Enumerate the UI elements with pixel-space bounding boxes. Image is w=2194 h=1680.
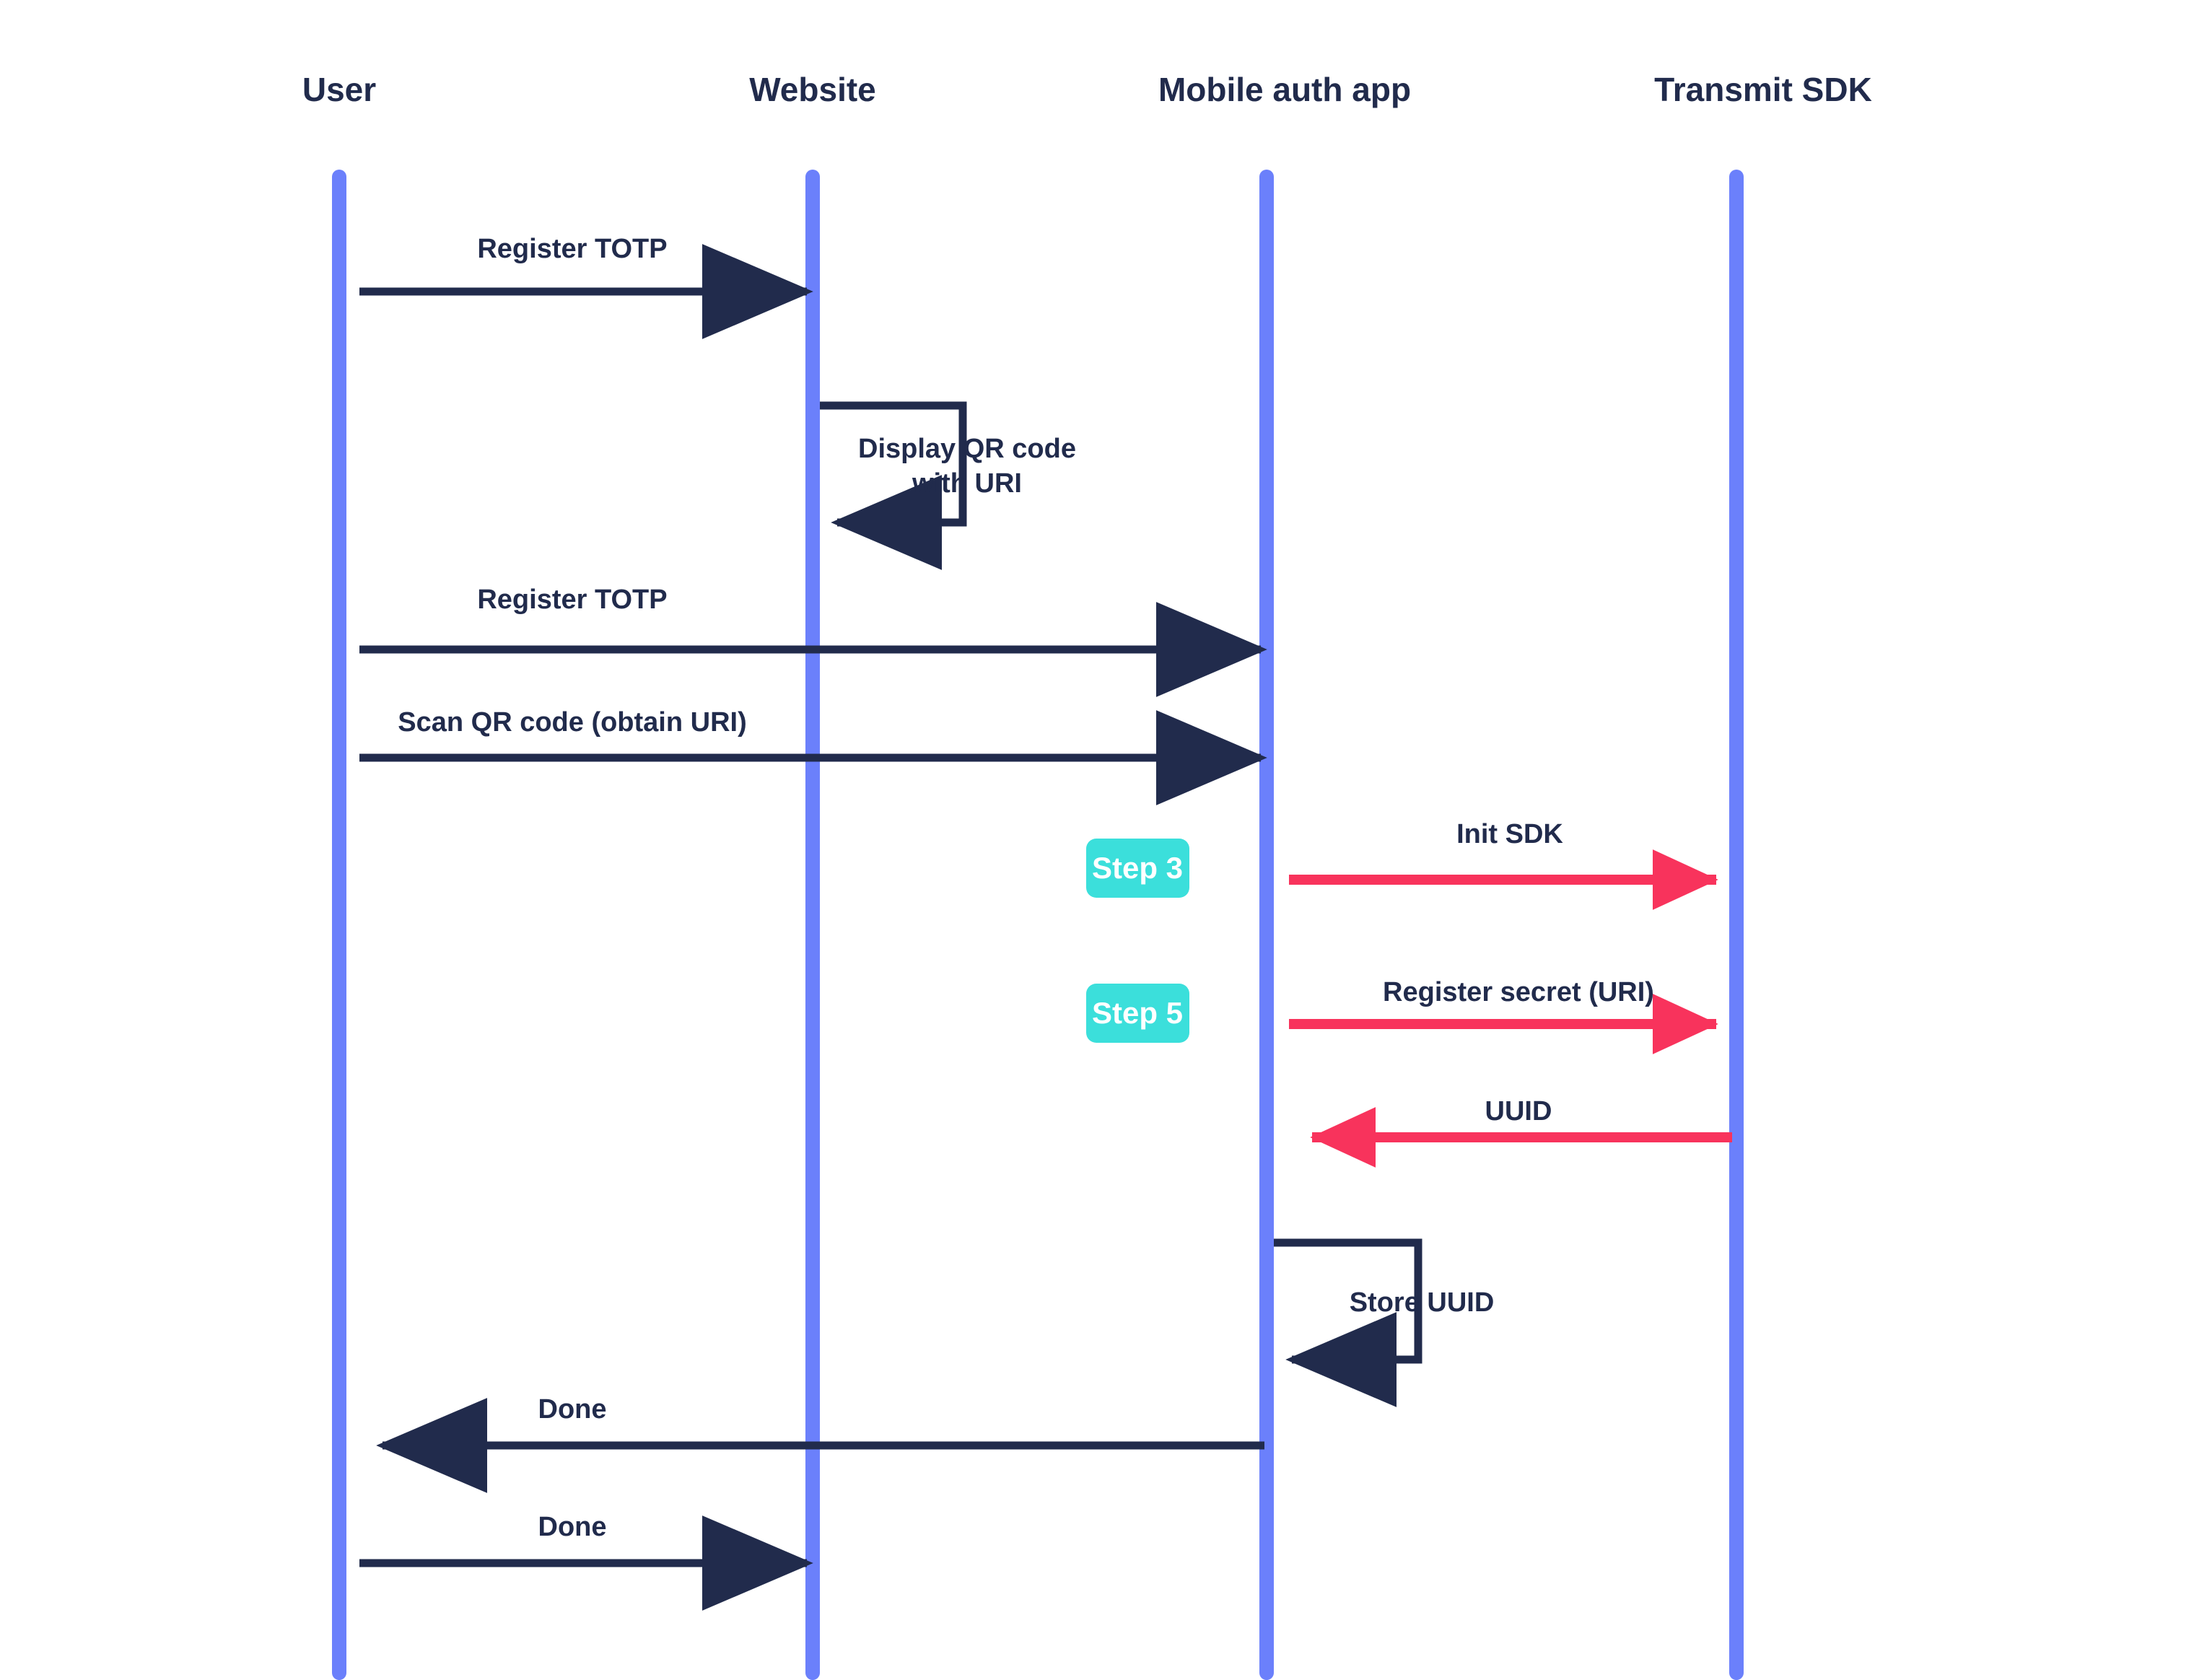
lifelines — [332, 170, 1744, 1680]
message-label-line-1: Display QR code — [858, 434, 1076, 464]
message-self-loop-path — [1274, 1238, 1422, 1407]
message-register-secret-uri: Register secret (URI) — [1289, 977, 1718, 1054]
actor-title-website: Website — [749, 71, 876, 108]
badge-step-3[interactable]: Step 3 — [1086, 839, 1189, 898]
message-label: Register TOTP — [477, 585, 667, 615]
message-register-totp-user-website: Register TOTP — [359, 234, 813, 339]
message-label: Register TOTP — [477, 234, 667, 264]
message-label: Store UUID — [1350, 1287, 1495, 1318]
badge-background — [1086, 984, 1189, 1043]
message-label: UUID — [1485, 1096, 1552, 1126]
message-label: Done — [538, 1394, 607, 1425]
actor-title-mobile-auth-app: Mobile auth app — [1158, 71, 1411, 108]
badge-label: Step 3 — [1092, 851, 1183, 885]
badge-background — [1086, 839, 1189, 898]
message-done-user-website: Done — [359, 1512, 813, 1611]
message-uuid: UUID — [1310, 1096, 1732, 1168]
actor-title-user: User — [302, 71, 376, 108]
message-label: Init SDK — [1456, 819, 1563, 849]
badge-step-5[interactable]: Step 5 — [1086, 984, 1189, 1043]
message-label: Register secret (URI) — [1383, 977, 1654, 1007]
message-label-line-2: with URI — [912, 468, 1022, 499]
message-display-qr-code-self: Display QR code with URI — [820, 401, 1076, 570]
actor-titles: User Website Mobile auth app Transmit SD… — [302, 71, 1872, 108]
message-init-sdk: Init SDK — [1289, 819, 1718, 910]
message-done-mobile-user: Done — [376, 1394, 1264, 1493]
message-self-loop-path — [820, 401, 967, 570]
badge-label: Step 5 — [1092, 996, 1183, 1030]
message-label: Done — [538, 1512, 607, 1542]
actor-title-transmit-sdk: Transmit SDK — [1654, 71, 1872, 108]
message-label: Scan QR code (obtain URI) — [398, 707, 746, 738]
message-scan-qr-code: Scan QR code (obtain URI) — [359, 707, 1267, 805]
message-register-totp-user-mobile: Register TOTP — [359, 585, 1267, 697]
message-store-uuid-self: Store UUID — [1274, 1238, 1495, 1407]
